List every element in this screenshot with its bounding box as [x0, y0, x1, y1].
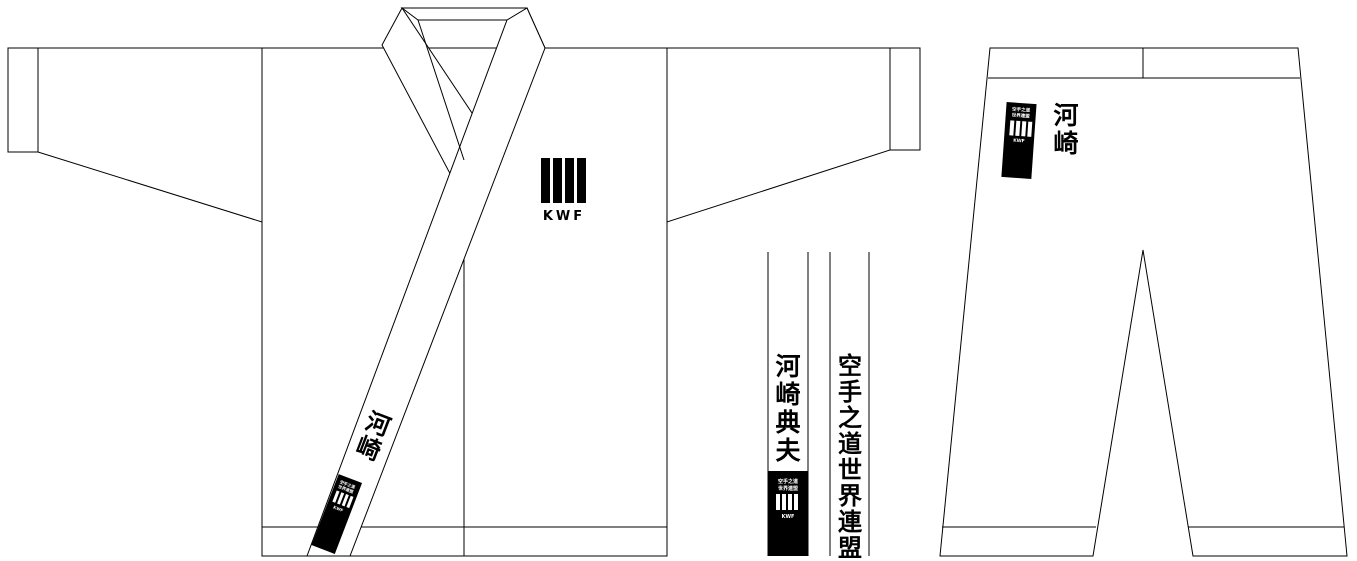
belt-left-tag: 空手之道 世界連盟 KWF	[768, 471, 808, 556]
pants-name-char-1: 河	[1053, 101, 1078, 130]
lapel-tag-bottom: 世界連盟	[337, 483, 354, 494]
chest-logo-text: KWF	[543, 209, 585, 224]
jacket-outer-lapel	[306, 7, 546, 557]
belt-right-char-1: 空	[838, 351, 862, 380]
belt-left-char-4: 夫	[775, 436, 801, 465]
belt-right-char-8: 盟	[838, 533, 862, 561]
pants-tag-code: KWF	[1013, 138, 1025, 145]
belt-left: 河 崎 典 夫 空手之道 世界連盟 KWF	[767, 252, 809, 556]
pants-tag-bottom: 世界連盟	[1011, 111, 1030, 119]
belt-tag-bottom: 世界連盟	[778, 485, 798, 492]
jacket-left-sleeve	[7, 47, 263, 223]
belt-right-char-5: 世	[838, 455, 862, 484]
pants-tag-top: 空手之道	[1012, 105, 1031, 113]
belt-left-char-2: 崎	[775, 380, 800, 409]
belt-right-char-6: 界	[838, 481, 862, 510]
belt-tag-top: 空手之道	[778, 478, 798, 485]
belt-left-char-1: 河	[775, 352, 800, 381]
belt-tag-code: KWF	[782, 514, 795, 520]
chest-logo: KWF	[541, 158, 586, 224]
lapel-tag-top: 空手之道	[339, 478, 356, 489]
belt-right-char-7: 連	[838, 507, 863, 536]
jacket: KWF 河 崎 空手之道 世界連盟 KWF	[7, 7, 921, 557]
pants-outline	[939, 47, 1348, 557]
jacket-right-sleeve	[666, 47, 921, 223]
pants: 空手之道 世界連盟 KWF 河 崎	[939, 47, 1348, 557]
pants-tag: 空手之道 世界連盟 KWF	[1001, 102, 1037, 179]
lapel-tag-code: KWF	[333, 505, 345, 513]
belt-right-char-3: 之	[838, 403, 862, 432]
belt-left-char-3: 典	[775, 408, 800, 437]
collar-edge	[417, 19, 465, 161]
lapel-tag: 空手之道 世界連盟 KWF	[311, 474, 363, 555]
belt-right: 空 手 之 道 世 界 連 盟	[829, 252, 870, 561]
belt-right-char-4: 道	[838, 429, 862, 458]
pants-name-char-2: 崎	[1053, 129, 1078, 158]
belt-right-char-2: 手	[838, 377, 862, 406]
